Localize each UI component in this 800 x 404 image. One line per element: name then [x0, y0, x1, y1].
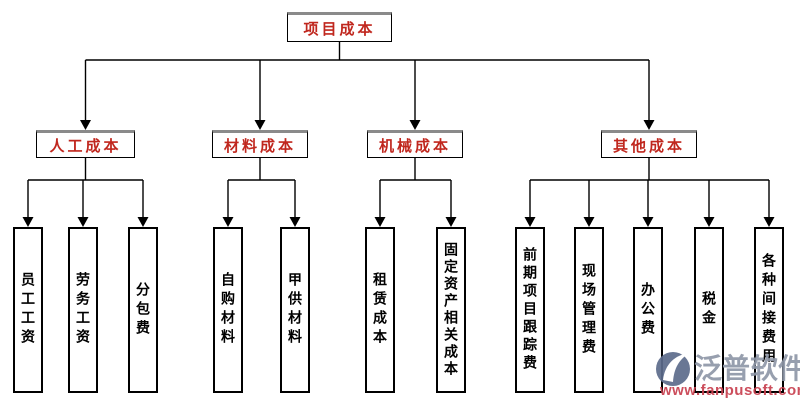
leaf-early-project-tracking-fee: 前期项目跟踪费 [515, 227, 545, 393]
leaf-owner-supplied-materials: 甲供材料 [280, 227, 310, 393]
fanpu-logo-icon [656, 352, 690, 386]
leaf-taxes: 税金 [694, 227, 724, 393]
watermark-url-text: www.fanpusoft.com [660, 382, 800, 399]
watermark-brand-text: 泛普软件 [694, 353, 800, 384]
node-other-cost: 其他成本 [601, 130, 697, 158]
leaf-rental-cost: 租赁成本 [365, 227, 395, 393]
node-project-cost: 项目成本 [287, 12, 392, 42]
node-machinery-cost: 机械成本 [367, 130, 463, 158]
leaf-misc-indirect-costs: 各种间接费用 [754, 227, 784, 393]
leaf-self-purchased-materials: 自购材料 [213, 227, 243, 393]
leaf-employee-wages: 员工工资 [13, 227, 43, 393]
leaf-subcontract-fee: 分包费 [128, 227, 158, 393]
leaf-labor-service-wages: 劳务工资 [68, 227, 98, 393]
watermark: 泛普软件 www.fanpusoft.com [652, 346, 800, 404]
node-labor-cost: 人工成本 [36, 130, 135, 158]
leaf-fixed-asset-related-cost: 固定资产相关成本 [436, 227, 466, 393]
arrowhead-icons [22, 120, 775, 227]
node-material-cost: 材料成本 [212, 130, 308, 158]
leaf-site-management-fee: 现场管理费 [574, 227, 604, 393]
